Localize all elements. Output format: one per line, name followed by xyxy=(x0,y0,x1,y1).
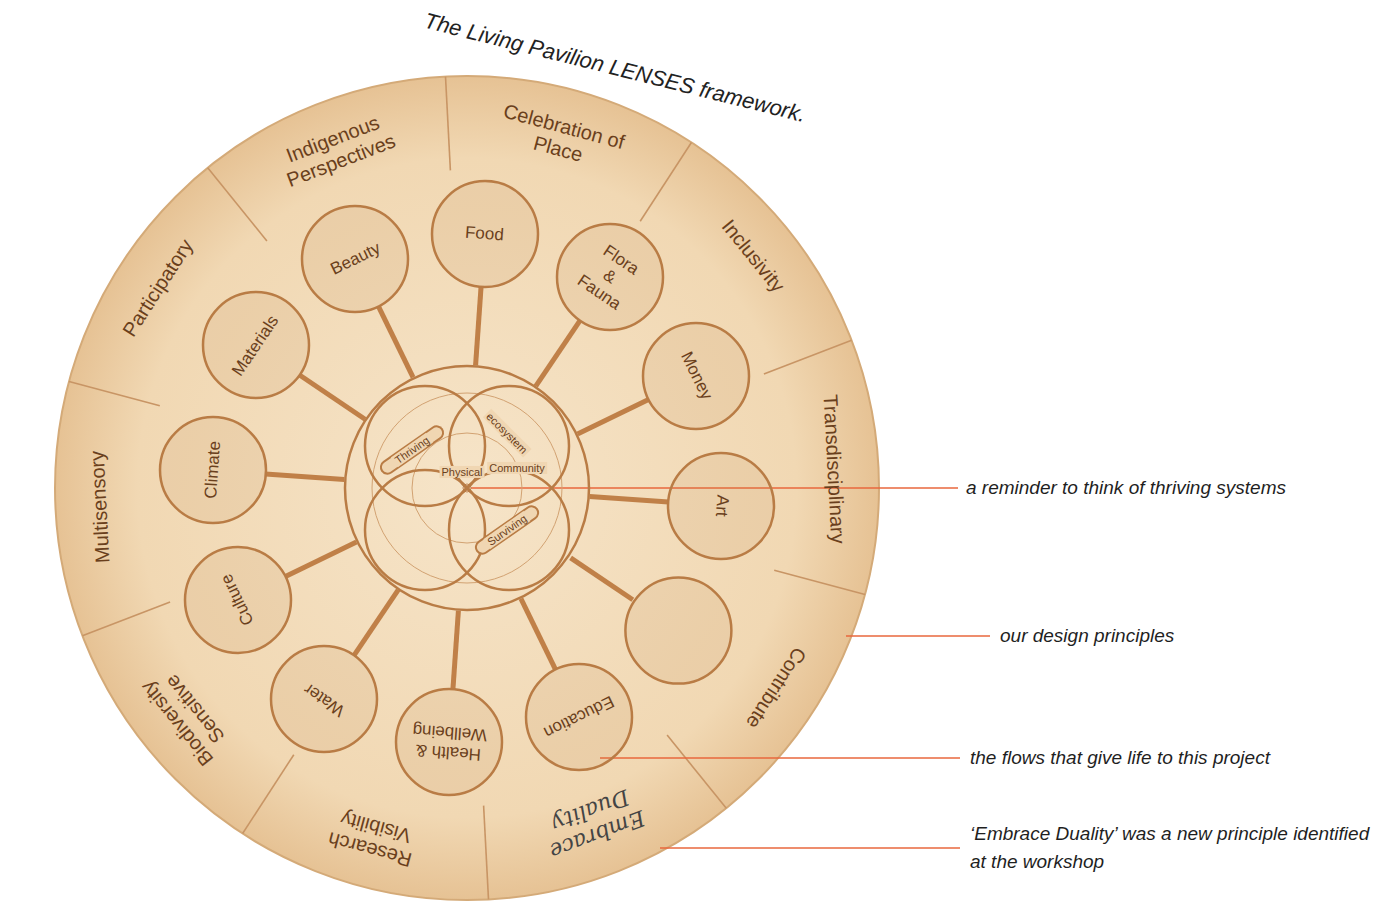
principle-sector: Celebration of Place xyxy=(494,100,627,177)
callout-note: our design principles xyxy=(1000,622,1174,650)
empty-flow-circle xyxy=(625,578,731,684)
principle-sector: Embrace Duality xyxy=(542,782,649,863)
principle-sector: Biodiversity Sensitive xyxy=(125,649,246,783)
callout-note: the flows that give life to this project xyxy=(970,744,1270,772)
system-word: Surviving xyxy=(483,511,530,549)
flow-spoke xyxy=(285,542,356,577)
flow-spoke xyxy=(521,599,556,670)
flow-name: Food xyxy=(465,223,505,245)
principle-sector: Inclusivity xyxy=(717,215,789,297)
flow-name: Climate xyxy=(201,441,225,500)
principle-name: Indigenous Perspectives xyxy=(266,104,409,195)
principle-name: Celebration of Place xyxy=(494,100,627,177)
flow-spoke xyxy=(265,474,344,480)
flow-circle: Art xyxy=(666,451,776,561)
principle-sector: Transdisciplinary xyxy=(819,394,850,544)
flow-name: Art xyxy=(711,494,732,517)
flow-circle: Money xyxy=(641,321,751,431)
flow-spoke xyxy=(536,321,580,386)
sector-dividers xyxy=(69,77,865,900)
empty-spoke xyxy=(571,558,633,600)
flow-circle: Health & Wellbeing xyxy=(394,687,504,797)
principle-name: Embrace Duality xyxy=(542,782,649,863)
flow-circle: Food xyxy=(430,179,540,289)
principle-name: Participatory xyxy=(118,235,198,341)
hub-rings xyxy=(342,363,592,613)
principle-name: Inclusivity xyxy=(717,215,789,297)
flow-circle: Beauty xyxy=(300,204,410,314)
principle-sector: Indigenous Perspectives xyxy=(266,104,409,195)
principle-name: Research Visibility xyxy=(312,801,435,875)
system-word: Community xyxy=(487,462,547,474)
principle-sector: Contribute xyxy=(741,643,811,733)
flow-spoke xyxy=(300,375,366,419)
principle-name: Transdisciplinary xyxy=(819,394,850,544)
principle-name: Multisensory xyxy=(85,451,114,564)
flow-circle: Culture xyxy=(183,545,293,655)
flow-circle: Flora & Fauna xyxy=(555,222,665,332)
principle-name: Contribute xyxy=(741,643,811,733)
principle-sector: Research Visibility xyxy=(312,801,435,875)
wooden-disc xyxy=(55,76,879,900)
flow-spoke xyxy=(578,399,649,434)
flow-circle: Materials xyxy=(201,290,311,400)
principle-name: Biodiversity Sensitive xyxy=(125,649,246,783)
system-word: Physical xyxy=(440,466,485,478)
diagram-title: The Living Pavilion LENSES framework. xyxy=(421,8,808,128)
systems-hub: ThrivingecosystemCommunityPhysicalSurviv… xyxy=(342,363,592,613)
callout-note: a reminder to think of thriving systems xyxy=(966,474,1286,502)
principle-sector: Multisensory xyxy=(85,451,114,564)
flow-circle: Education xyxy=(524,662,634,772)
flow-spoke xyxy=(590,497,669,503)
flow-name: Health & Wellbeing xyxy=(406,720,493,765)
flow-circle: Water xyxy=(269,644,379,754)
callout-note: ‘Embrace Duality’ was a new principle id… xyxy=(970,820,1370,875)
flow-spoke xyxy=(453,611,459,690)
flow-spoke xyxy=(378,306,413,377)
principle-sector: Participatory xyxy=(118,235,198,341)
flow-circle: Climate xyxy=(158,415,268,525)
flow-spoke xyxy=(354,590,398,655)
flow-spoke xyxy=(476,286,482,365)
